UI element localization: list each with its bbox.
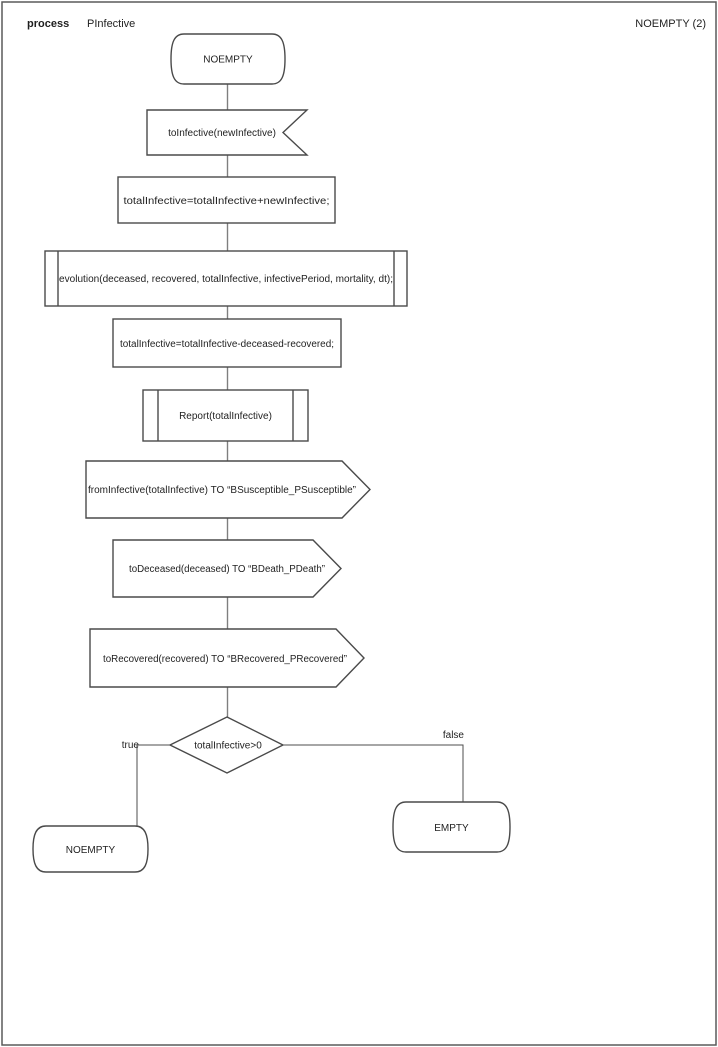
header-process-name: PInfective xyxy=(87,18,135,30)
branch-true-line xyxy=(136,744,170,826)
decision-condition-label: totalInfective>0 xyxy=(194,741,262,752)
procedure-symbol xyxy=(142,389,309,442)
procedure-evolution-label: evolution(deceased, recovered, totalInfe… xyxy=(59,274,393,285)
node-state-noempty: NOEMPTY xyxy=(32,825,149,873)
state-symbol xyxy=(32,825,149,873)
branch-connectors: true false xyxy=(122,730,465,826)
node-output-torecovered: toRecovered(recovered) TO “BRecovered_PR… xyxy=(89,628,365,688)
node-output-todeceased: toDeceased(deceased) TO “BDeath_PDeath” xyxy=(112,539,342,598)
input-signal-label: toInfective(newInfective) xyxy=(168,128,276,139)
task-accumulate-label: totalInfective=totalInfective+newInfecti… xyxy=(124,196,330,207)
state-empty-label: EMPTY xyxy=(434,823,469,834)
output-symbol xyxy=(112,539,342,598)
branch-true-label: true xyxy=(122,740,140,751)
node-state-empty: EMPTY xyxy=(392,801,511,853)
header-kind-label: process xyxy=(27,18,69,30)
output-symbol xyxy=(85,460,371,519)
node-task-accumulate: totalInfective=totalInfective+newInfecti… xyxy=(117,176,336,224)
procedure-symbol xyxy=(44,250,408,307)
node-start-state: NOEMPTY xyxy=(170,33,286,85)
output-susceptible-label: fromInfective(totalInfective) TO “BSusce… xyxy=(88,485,356,496)
node-procedure-evolution: evolution(deceased, recovered, totalInfe… xyxy=(44,250,408,307)
branch-false-label: false xyxy=(443,730,465,741)
output-symbol xyxy=(89,628,365,688)
output-death-label: toDeceased(deceased) TO “BDeath_PDeath” xyxy=(129,564,325,575)
input-symbol xyxy=(146,109,309,156)
header-state-reference: NOEMPTY (2) xyxy=(635,18,706,30)
state-symbol xyxy=(170,33,286,85)
start-state-label: NOEMPTY xyxy=(203,55,253,66)
procedure-report-label: Report(totalInfective) xyxy=(179,411,272,422)
node-task-update: totalInfective=totalInfective-deceased-r… xyxy=(112,318,342,368)
task-update-label: totalInfective=totalInfective-deceased-r… xyxy=(120,339,334,350)
task-symbol xyxy=(117,176,336,224)
branch-false-line xyxy=(283,744,464,802)
task-symbol xyxy=(112,318,342,368)
node-decision: totalInfective>0 xyxy=(168,716,285,774)
state-noempty-label: NOEMPTY xyxy=(66,845,116,856)
output-recovered-label: toRecovered(recovered) TO “BRecovered_PR… xyxy=(103,654,347,665)
node-input-toinfective: toInfective(newInfective) xyxy=(146,109,309,156)
decision-symbol xyxy=(168,716,285,774)
node-output-frominfective: fromInfective(totalInfective) TO “BSusce… xyxy=(85,460,371,519)
state-symbol xyxy=(392,801,511,853)
node-procedure-report: Report(totalInfective) xyxy=(142,389,309,442)
